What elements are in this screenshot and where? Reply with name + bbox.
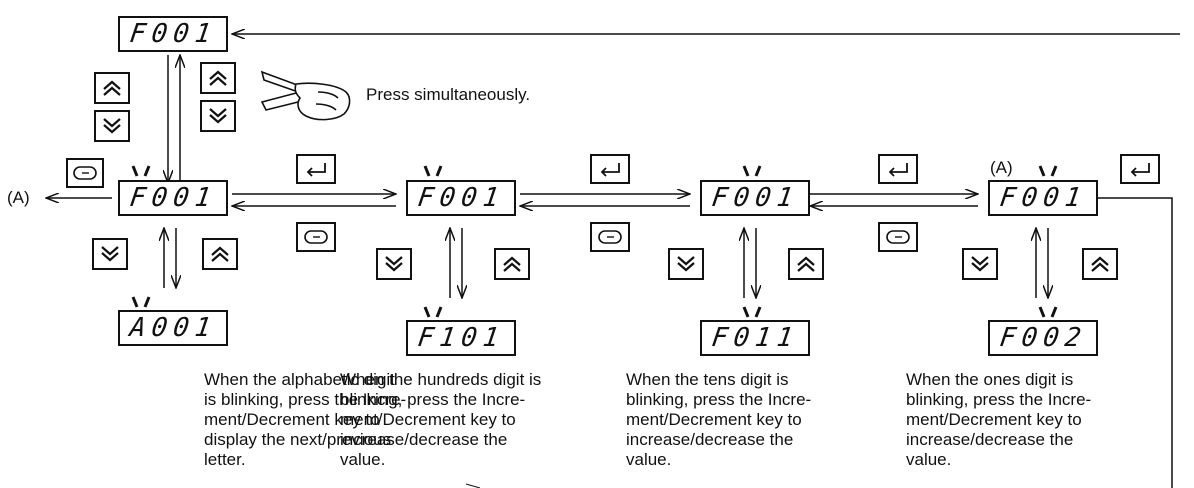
caption-line: increase/decrease the [340, 430, 508, 449]
mode-key-icon [598, 230, 622, 244]
caption-line: blinking, press the Incre- [340, 390, 526, 409]
stage2-display: F001 [406, 180, 516, 216]
double-chevron-down-icon [385, 256, 403, 272]
caption-line: value. [340, 450, 386, 469]
caption-line: is blinking, press the Incre- [204, 390, 407, 409]
caption-line: increase/decrease the [626, 430, 794, 449]
a-label-left: (A) [7, 188, 30, 207]
blink-mark-3 [742, 165, 762, 177]
caption-line: ment/Decrement key to [204, 410, 380, 429]
mode-key-icon [304, 230, 328, 244]
caption-line: ment/Decrement key to [626, 410, 802, 429]
result3-display: F011 [700, 320, 810, 356]
mode-key-2[interactable] [590, 222, 630, 252]
enter-key-icon [600, 163, 620, 177]
double-chevron-down-icon [677, 256, 695, 272]
increment-key-stage1[interactable] [202, 238, 238, 270]
double-chevron-up-icon [211, 246, 229, 262]
enter-key-icon [1130, 163, 1150, 177]
enter-key-1[interactable] [296, 154, 336, 184]
caption-line: When the alphabetic digit [204, 370, 395, 389]
result4-display: F002 [988, 320, 1098, 356]
enter-key-3[interactable] [878, 154, 918, 184]
mode-key-left[interactable] [66, 158, 104, 188]
blink-mark-1 [131, 165, 151, 177]
decrement-key-stage1[interactable] [92, 238, 128, 270]
decrement-key-stage2[interactable] [376, 248, 412, 280]
caption-line: ment/Decrement key to [340, 410, 516, 429]
decrement-key-stage3[interactable] [668, 248, 704, 280]
decrement-key-left[interactable] [94, 110, 130, 142]
decrement-key-right[interactable] [200, 100, 236, 132]
result2-display: F101 [406, 320, 516, 356]
a-label-right: (A) [990, 158, 1013, 177]
caption-line: display the next/previous [204, 430, 392, 449]
press-simultaneously-label: Press simultaneously. [366, 85, 531, 104]
enter-key-2[interactable] [590, 154, 630, 184]
caption-line: When the ones digit is [906, 370, 1074, 389]
caption-hundreds: When the hundreds digit is blinking, pre… [340, 370, 555, 470]
caption-tens: When the tens digit is blinking, press t… [626, 370, 841, 470]
blink-mark-r4 [1038, 306, 1058, 318]
result1-display: A001 [118, 310, 228, 346]
increment-key-stage3[interactable] [788, 248, 824, 280]
mode-key-3[interactable] [878, 222, 918, 252]
double-chevron-down-icon [971, 256, 989, 272]
caption-ones: When the ones digit is blinking, press t… [906, 370, 1121, 470]
caption-alphabetic: When the alphabetic digit is blinking, p… [204, 370, 419, 470]
double-chevron-up-icon [103, 80, 121, 96]
mode-key-icon [886, 230, 910, 244]
caption-line: blinking, press the Incre- [626, 390, 812, 409]
caption-line: ment/Decrement key to [906, 410, 1082, 429]
double-chevron-down-icon [103, 118, 121, 134]
double-chevron-up-icon [209, 70, 227, 86]
blink-mark-r3 [742, 306, 762, 318]
caption-line: increase/decrease the [906, 430, 1074, 449]
blink-mark-4 [1038, 165, 1058, 177]
double-chevron-up-icon [1091, 256, 1109, 272]
double-chevron-down-icon [209, 108, 227, 124]
enter-key-icon [306, 163, 326, 177]
double-chevron-down-icon [101, 246, 119, 262]
double-chevron-up-icon [797, 256, 815, 272]
stage1-display: F001 [118, 180, 228, 216]
increment-key-stage4[interactable] [1082, 248, 1118, 280]
blink-mark-r2 [423, 306, 443, 318]
stage4-display: F001 [988, 180, 1098, 216]
caption-line: value. [906, 450, 952, 469]
blink-mark-r1 [131, 296, 151, 308]
caption-line: When the hundreds digit is [340, 370, 542, 389]
enter-key-4[interactable] [1120, 154, 1160, 184]
enter-key-icon [888, 163, 908, 177]
increment-key-right[interactable] [200, 62, 236, 94]
decrement-key-stage4[interactable] [962, 248, 998, 280]
caption-line: letter. [204, 450, 246, 469]
increment-key-stage2[interactable] [494, 248, 530, 280]
blink-mark-2 [423, 165, 443, 177]
stage3-display: F001 [700, 180, 810, 216]
caption-line: When the tens digit is [626, 370, 789, 389]
return-line-right [1098, 197, 1173, 488]
top-display: F001 [118, 16, 228, 52]
double-chevron-up-icon [503, 256, 521, 272]
caption-line: value. [626, 450, 672, 469]
hand-pointing-icon [260, 70, 351, 121]
increment-key-left[interactable] [94, 72, 130, 104]
caption-line: blinking, press the Incre- [906, 390, 1092, 409]
mode-key-1[interactable] [296, 222, 336, 252]
mode-key-icon [73, 166, 97, 180]
